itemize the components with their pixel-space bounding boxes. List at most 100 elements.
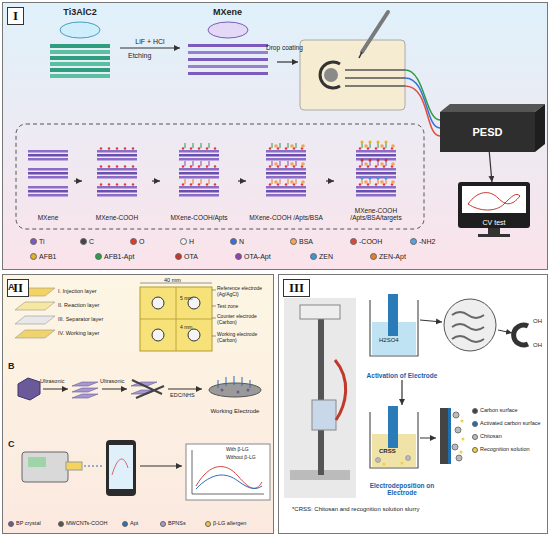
panel-backgrounds-part: [2, 2, 548, 270]
functionalization-stacks-part: [269, 147, 303, 149]
part-name: Reference electrode (Ag/AgCl): [217, 286, 273, 297]
dimension: 4 mm: [180, 325, 193, 331]
synthesis-row-part: [43, 389, 68, 390]
stage-node: MXene-COOH /Apts/BSA: [246, 140, 326, 222]
paper-layers-part: [15, 330, 55, 338]
functionalization-stacks-part: [185, 179, 209, 184]
panel-label: III: [283, 279, 310, 297]
legend-item: Chitosan: [472, 434, 502, 440]
legend-item: Carbon surface: [472, 408, 518, 414]
mxene-illustration-part: [188, 58, 268, 61]
electrode-card-part: [359, 52, 362, 58]
deposition-beaker-part: [376, 458, 381, 463]
pesd-device-3d: [440, 104, 545, 152]
monitor: [458, 182, 530, 237]
legend-swatch: [122, 521, 128, 527]
functionalization-stacks-part: [28, 186, 68, 197]
curve-label: With β-LG: [226, 447, 249, 453]
device-box: PESD: [440, 112, 535, 152]
synthesis-row-part: [221, 389, 224, 392]
legend-text: Recognition solution: [480, 447, 530, 453]
dimension: 40 mm: [164, 277, 181, 283]
electrode-card-part: [362, 12, 388, 52]
electrode-card-part: [320, 62, 340, 88]
functionalization-stacks-part: [356, 150, 396, 161]
activation-beaker-part: [514, 325, 528, 345]
functionalization-stacks-part: [179, 150, 219, 161]
arrow-connector: [74, 180, 82, 181]
monitor-part: [488, 228, 500, 234]
node-text: Ti3AlC2: [63, 8, 96, 18]
potentiostat-photo-part: [300, 305, 340, 319]
material-node: Ti3AlC2: [40, 8, 120, 88]
legend-text: C: [89, 238, 94, 245]
functionalization-stacks-part: [359, 147, 393, 149]
legend-swatch: [410, 238, 417, 245]
part-name: Working electrode (Carbon): [217, 332, 273, 343]
deposition-beaker-part: [406, 456, 411, 461]
activation-beaker-part: [444, 299, 496, 351]
functionalization-stacks-part: [266, 168, 306, 179]
legend-swatch: [472, 434, 478, 440]
synthesis-row: [18, 376, 261, 400]
node-text: MXene: [38, 214, 59, 221]
max-phase-illustration-part: [50, 56, 110, 60]
process-note: Etching: [128, 52, 151, 60]
electrode-layout-grid-part: [140, 287, 212, 351]
synthesis-row-part: [218, 376, 250, 388]
detection-row-part: [106, 440, 136, 496]
legend-item: C: [80, 238, 94, 245]
legend-text: AFB1: [39, 253, 57, 260]
legend-item: O: [130, 238, 144, 245]
functionalization-stacks-part: [182, 165, 216, 167]
max-phase-illustration-part: [50, 74, 110, 78]
modified-surface-schematic-part: [456, 455, 462, 461]
legend-swatch: [180, 238, 187, 245]
dashed-group-frame: [16, 124, 424, 229]
functionalization-stacks-part: [359, 165, 393, 167]
node-text: Activation of Electrode: [367, 372, 438, 379]
legend-item: Ti: [30, 238, 45, 245]
synthesis-row-part: [132, 380, 164, 398]
potentiostat-photo-part: [284, 298, 356, 498]
legend-swatch: [30, 253, 37, 260]
legend-swatch: [80, 238, 87, 245]
mxene-illustration-part: [188, 72, 268, 75]
legend-item: Apt: [122, 521, 138, 527]
modified-surface-schematic-part: [455, 427, 461, 433]
panel-backgrounds-part: [2, 274, 274, 534]
synthesis-row-part: [18, 378, 40, 400]
max-phase-illustration-part: [50, 68, 110, 72]
panel-frame: IIIActivation of ElectrodeElectrodeposit…: [278, 274, 548, 534]
functionalization-stacks-part: [97, 150, 137, 161]
functionalization-stacks-part: [364, 144, 395, 148]
node-text: PESD: [473, 126, 503, 138]
functionalization-stacks-part: [185, 161, 209, 166]
legend-item: BPNSs: [160, 521, 186, 527]
mxene-illustration-part: [208, 22, 248, 38]
potentiostat-photo-part: [335, 360, 346, 420]
electrode-node: Working Electrode: [203, 368, 267, 416]
legend-swatch: [8, 521, 14, 527]
stage-node: MXene-COOH: [82, 140, 152, 222]
legend-text: Chitosan: [480, 434, 502, 440]
node-text: MXene-COOH /Apts/BSA: [249, 214, 323, 221]
electrode-layout-grid-part: [140, 287, 212, 351]
legend-swatch: [235, 253, 242, 260]
max-phase-illustration-part: [60, 22, 100, 38]
legend-text: OTA-Apt: [244, 253, 271, 260]
chemical-name: CRSS: [379, 448, 396, 455]
pesd-device-3d-part: [440, 104, 545, 112]
mxene-illustration-part: [188, 51, 268, 54]
sub-panel-letter: A: [8, 283, 15, 293]
footnote: *CRSS: Chitosan and recognition solution…: [292, 506, 542, 513]
legend-swatch: [472, 421, 478, 427]
functionalization-stacks-part: [28, 168, 68, 179]
legend-text: Ti: [39, 238, 45, 245]
layer-name: I. Injection layer: [58, 288, 97, 294]
modified-surface-schematic-part: [462, 438, 465, 441]
part-name: Counter electrode (Carbon): [217, 314, 273, 325]
legend-swatch: [130, 238, 137, 245]
legend-swatch: [160, 521, 166, 527]
